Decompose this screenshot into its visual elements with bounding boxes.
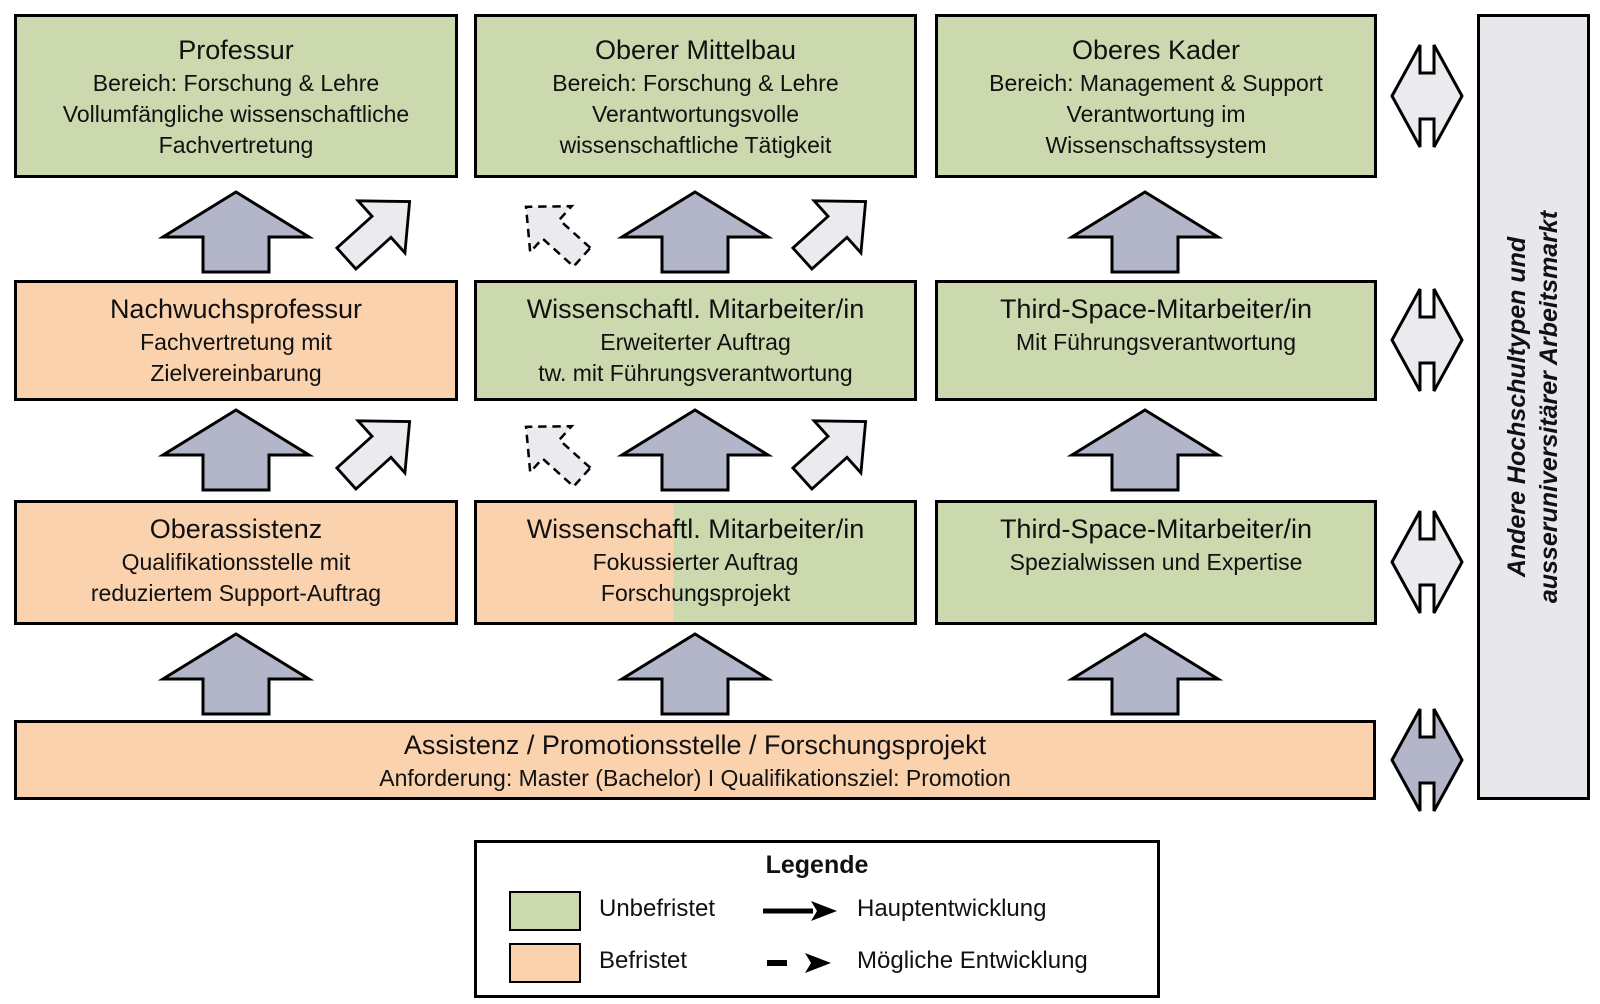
legend-swatch-unbefristet bbox=[509, 891, 581, 931]
legend: Legende Unbefristet Hauptentwicklung Bef… bbox=[474, 840, 1160, 998]
bent-arrow-up-right bbox=[334, 419, 412, 492]
box-title: Assistenz / Promotionsstelle / Forschung… bbox=[403, 729, 987, 760]
double-arrow bbox=[1390, 510, 1464, 614]
up-arrow bbox=[1066, 632, 1224, 716]
box-title: Oberes Kader bbox=[1071, 34, 1241, 65]
box-title: Nachwuchsprofessur bbox=[109, 294, 363, 324]
double-arrow bbox=[1390, 708, 1464, 812]
up-arrow bbox=[616, 190, 774, 274]
box-body: Anforderung: Master (Bachelor) I Qualifi… bbox=[379, 764, 1011, 791]
box-oberer-mittelbau: Oberer Mittelbau Bereich: Forschung & Le… bbox=[474, 14, 917, 178]
box-third-space-fuehrung: Third-Space-Mitarbeiter/in Mit Führungsv… bbox=[935, 280, 1377, 401]
box-title: Oberassistenz bbox=[149, 514, 323, 544]
up-arrow bbox=[616, 408, 774, 492]
up-arrow bbox=[1066, 190, 1224, 274]
box-body: Mit Führungsverantwortung bbox=[1016, 329, 1296, 355]
legend-label-unbefristet: Unbefristet bbox=[599, 895, 716, 922]
box-assistenz-promotionsstelle: Assistenz / Promotionsstelle / Forschung… bbox=[14, 720, 1376, 800]
box-title: Professur bbox=[178, 34, 294, 65]
up-arrow bbox=[616, 632, 774, 716]
box-wiss-mitarbeiter-fokussiert: Wissenschaftl. Mitarbeiter/in Fokussiert… bbox=[474, 500, 917, 625]
box-title: Oberer Mittelbau bbox=[594, 34, 797, 65]
bent-arrow-up-right bbox=[790, 199, 868, 272]
box-oberes-kader: Oberes Kader Bereich: Management & Suppo… bbox=[935, 14, 1377, 178]
dashed-arrow-up-left bbox=[524, 424, 593, 489]
box-body: Spezialwissen und Expertise bbox=[1009, 549, 1303, 575]
box-third-space-spezial: Third-Space-Mitarbeiter/in Spezialwissen… bbox=[935, 500, 1377, 625]
up-arrow bbox=[157, 408, 315, 492]
solid-arrow-icon bbox=[763, 901, 837, 921]
bent-arrow-up-right bbox=[334, 199, 412, 272]
up-arrow bbox=[157, 632, 315, 716]
box-wiss-mitarbeiter-erweitert: Wissenschaftl. Mitarbeiter/in Erweiterte… bbox=[474, 280, 917, 401]
legend-title: Legende bbox=[765, 851, 869, 879]
legend-label-hauptentwicklung: Hauptentwicklung bbox=[857, 895, 1047, 922]
box-title: Third-Space-Mitarbeiter/in bbox=[999, 514, 1313, 544]
bent-arrow-up-right bbox=[790, 419, 868, 492]
double-arrow bbox=[1390, 44, 1464, 148]
dashed-arrow-icon bbox=[767, 953, 831, 973]
box-title: Third-Space-Mitarbeiter/in bbox=[999, 294, 1313, 324]
box-title: Wissenschaftl. Mitarbeiter/in bbox=[526, 294, 865, 324]
legend-swatch-befristet bbox=[509, 943, 581, 983]
legend-label-befristet: Befristet bbox=[599, 947, 688, 974]
double-arrow bbox=[1390, 288, 1464, 392]
up-arrow bbox=[1066, 408, 1224, 492]
legend-label-moegliche-entwicklung: Mögliche Entwicklung bbox=[857, 947, 1088, 974]
box-title: Wissenschaftl. Mitarbeiter/in bbox=[526, 514, 865, 544]
up-arrow bbox=[157, 190, 315, 274]
dashed-arrow-up-left bbox=[524, 204, 593, 269]
